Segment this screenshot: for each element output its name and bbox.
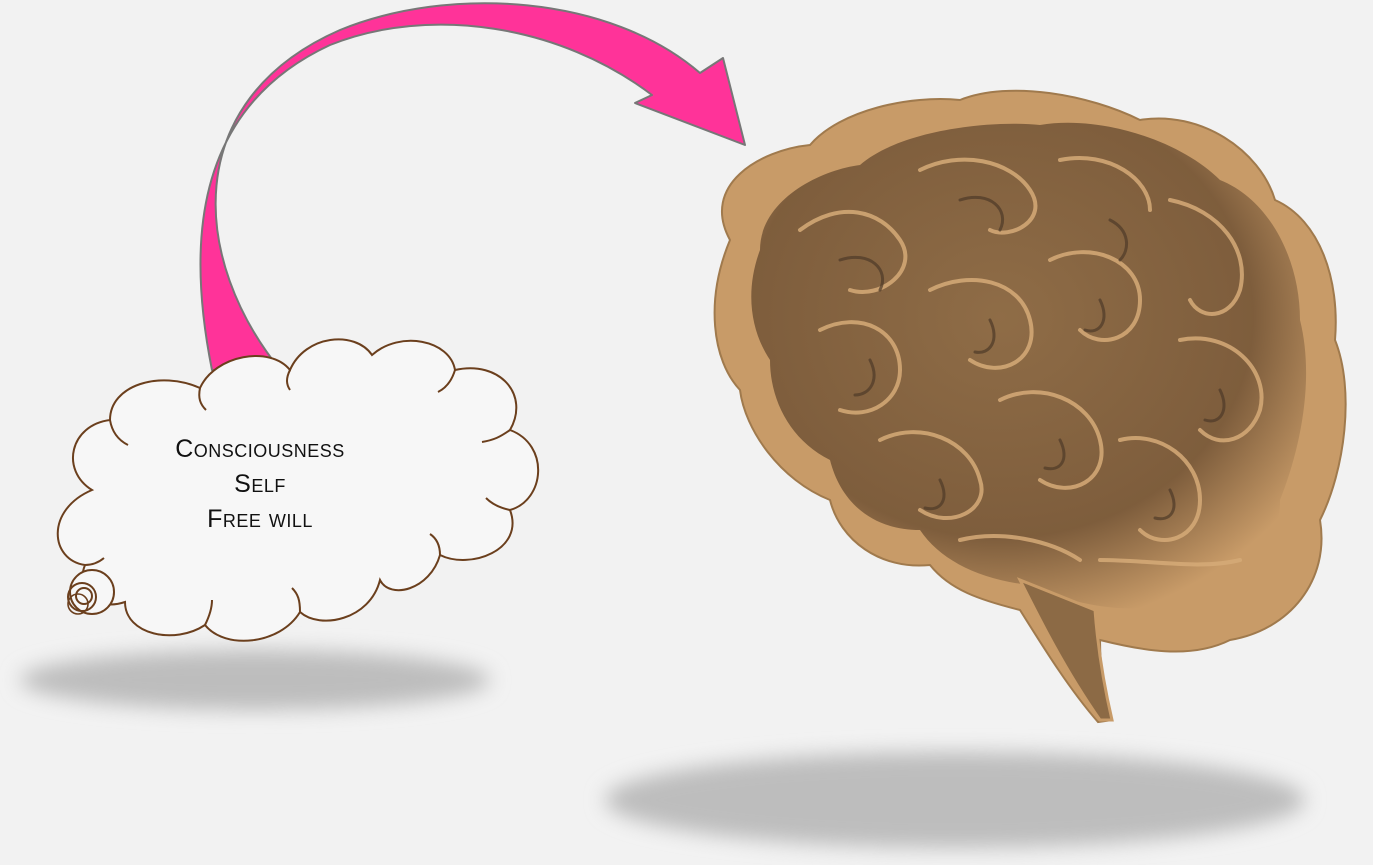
brain-shadow bbox=[605, 752, 1305, 848]
brain-icon bbox=[715, 91, 1346, 722]
cloud-shadow bbox=[20, 650, 490, 710]
cloud-line-consciousness: Consciousness bbox=[90, 432, 430, 467]
cloud-line-free-will: Free will bbox=[90, 502, 430, 537]
curved-arrow-icon bbox=[200, 3, 745, 372]
thought-cloud-text: Consciousness Self Free will bbox=[90, 432, 430, 537]
cloud-line-self: Self bbox=[90, 467, 430, 502]
